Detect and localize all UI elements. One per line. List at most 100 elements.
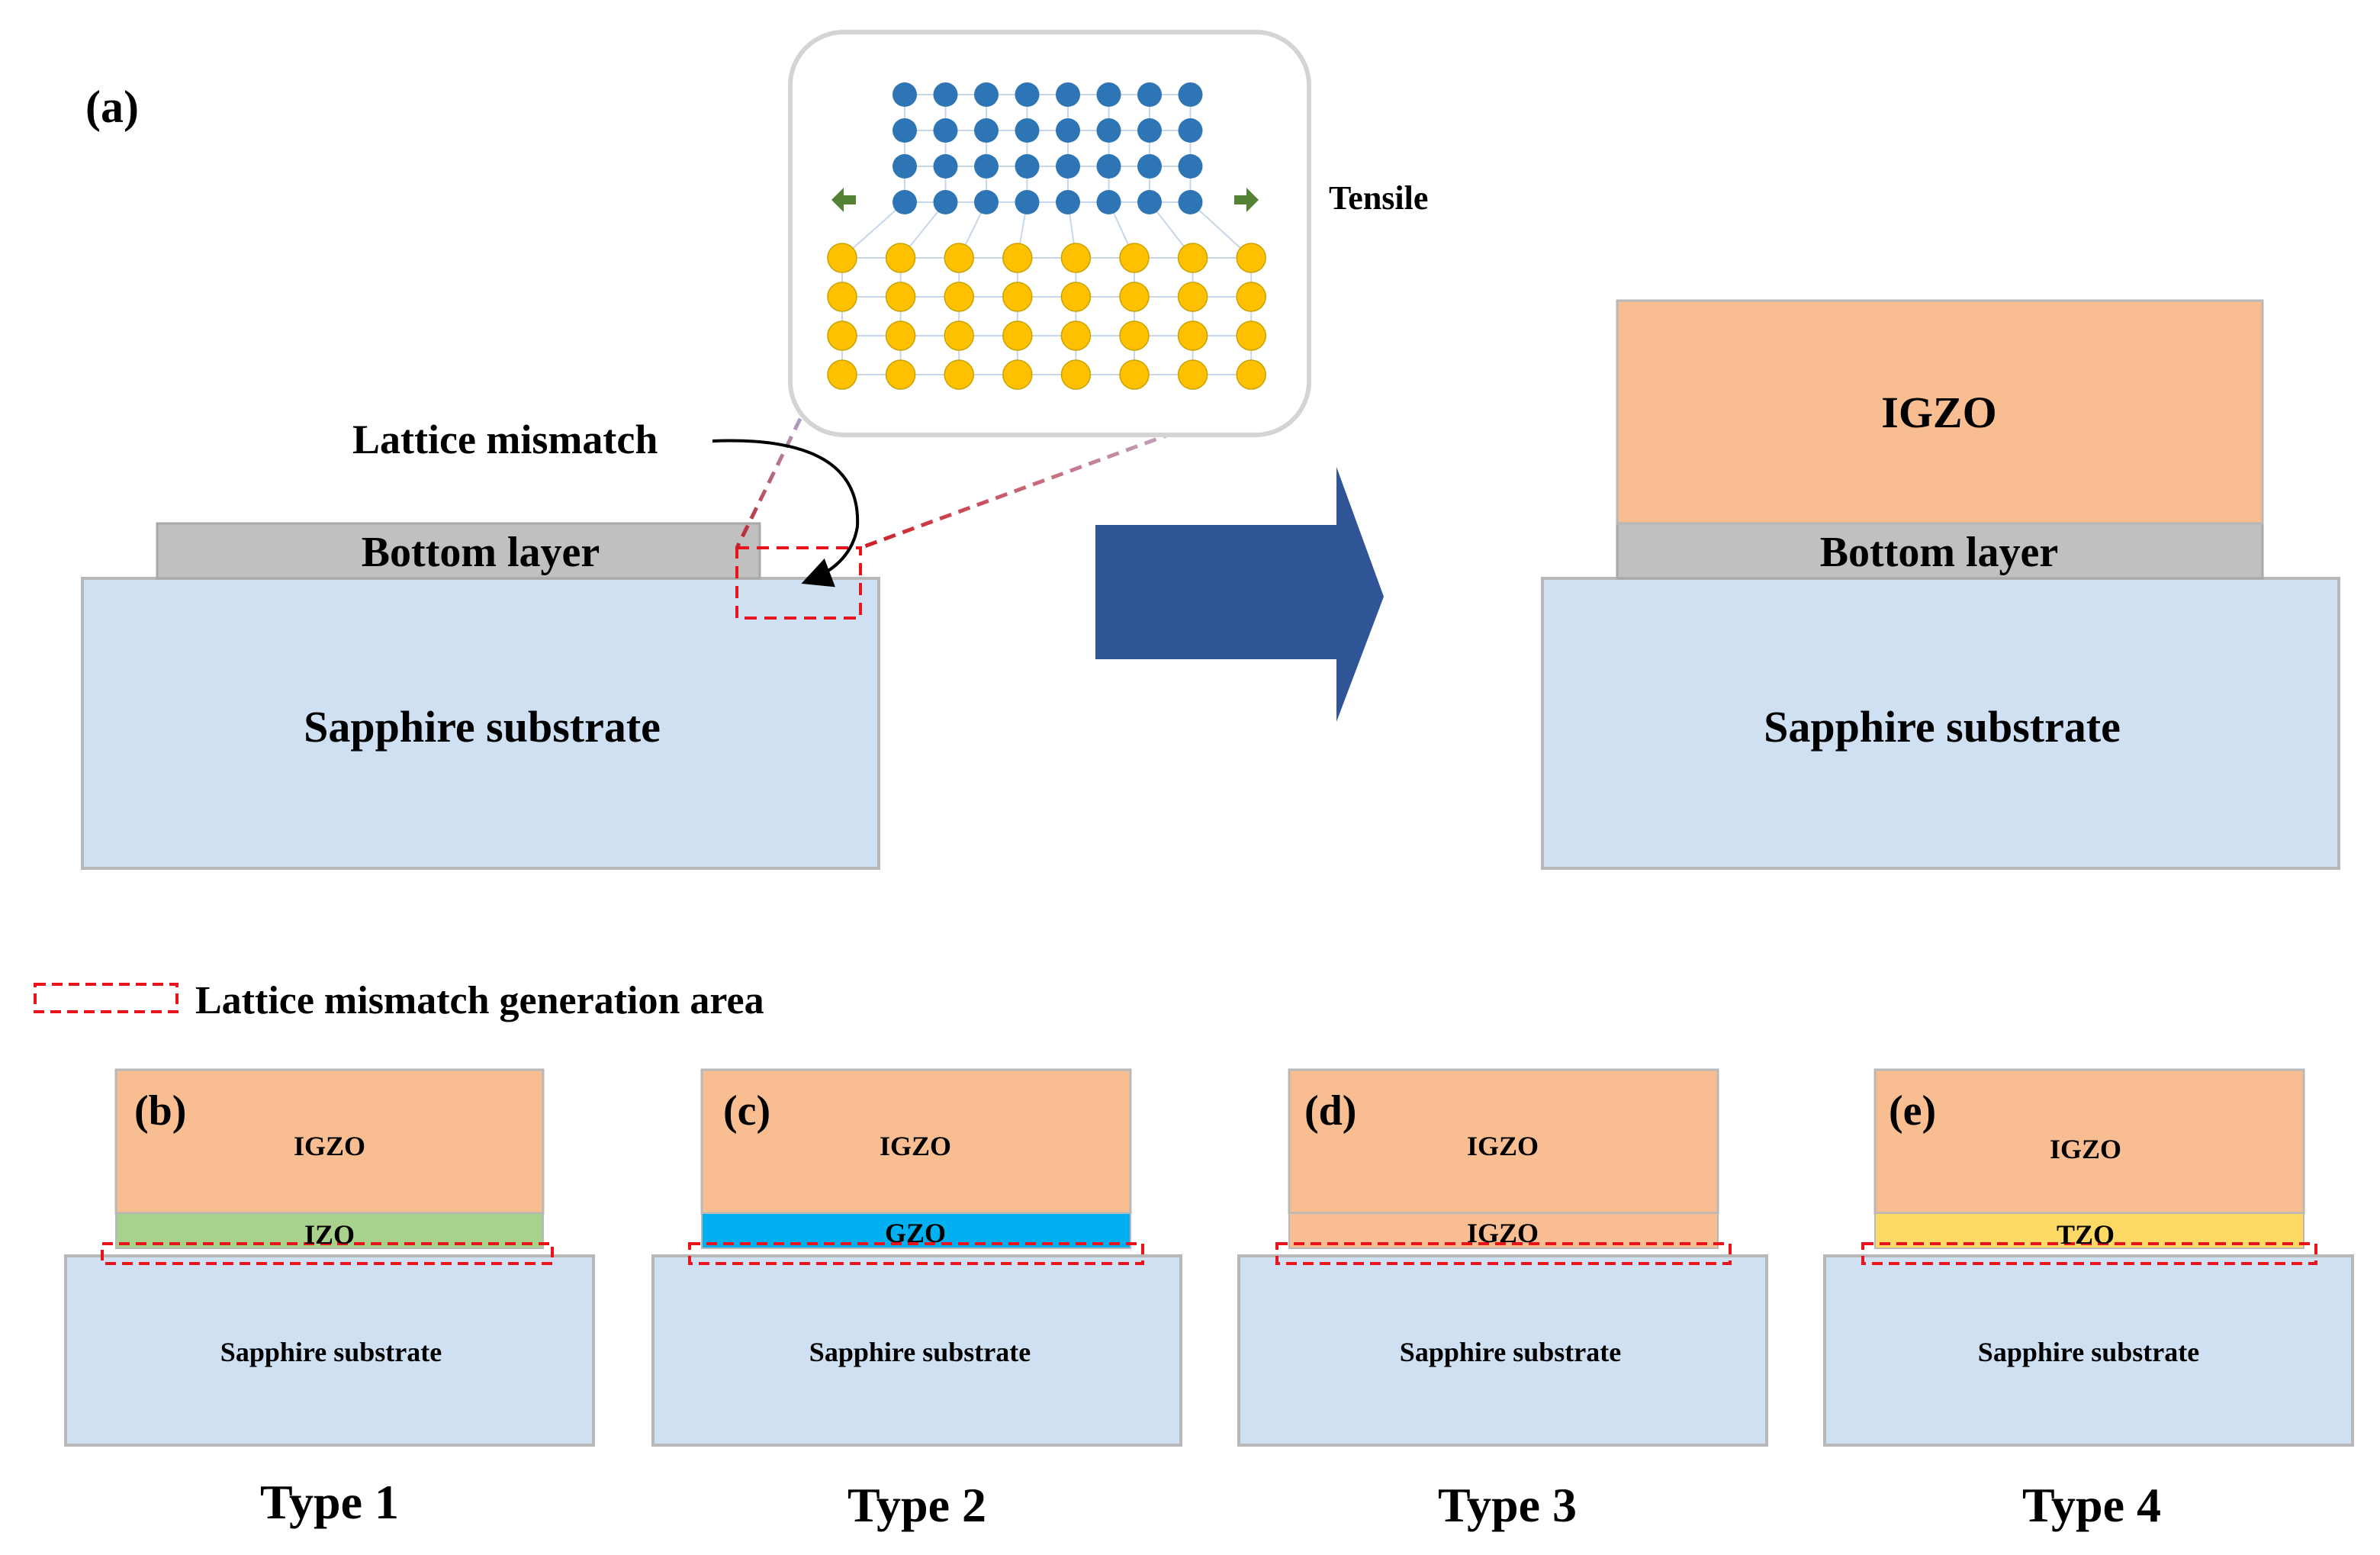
type-substrate <box>1823 1254 2354 1447</box>
type-panel-label: (e) <box>1889 1087 1936 1135</box>
substrate-atom <box>1002 320 1033 351</box>
type-igzo-label: IGZO <box>294 1131 365 1161</box>
left-bottom-layer <box>156 522 761 580</box>
type-mismatch-box <box>101 1242 554 1265</box>
film-atom <box>933 82 958 107</box>
mismatch-region-box <box>735 546 862 620</box>
substrate-atom <box>885 243 916 273</box>
film-atom <box>1178 118 1203 143</box>
tensile-arrow-right-icon <box>1234 188 1259 212</box>
substrate-atom <box>1236 320 1266 351</box>
substrate-atom <box>827 320 857 351</box>
substrate-atom <box>1119 243 1150 273</box>
type-caption: Type 2 <box>847 1478 986 1532</box>
film-atom <box>1137 118 1162 143</box>
tensile-label: Tensile <box>1329 179 1428 217</box>
substrate-atom <box>1177 359 1208 390</box>
substrate-atom <box>1119 282 1150 312</box>
type-mismatch-box <box>688 1242 1144 1265</box>
type-substrate-label: Sapphire substrate <box>809 1337 1031 1367</box>
right-bottom-layer <box>1616 522 2264 580</box>
film-atom <box>1015 154 1040 179</box>
right-igzo-label: IGZO <box>1881 388 1997 437</box>
film-lattice <box>892 82 1203 214</box>
type-igzo-label: IGZO <box>2050 1134 2121 1164</box>
type-igzo-label: IGZO <box>1467 1131 1539 1161</box>
film-atom <box>933 190 958 214</box>
substrate-atom <box>944 282 974 312</box>
zoom-line-right <box>860 396 1269 550</box>
substrate-atom <box>1177 243 1208 273</box>
left-stack: Bottom layer Sapphire substrate <box>81 522 880 870</box>
substrate-atom <box>1119 320 1150 351</box>
type-igzo-layer <box>1873 1068 2305 1215</box>
type-panel: (d) IGZO IGZO Sapphire substrate Type 3 <box>1237 1068 1768 1532</box>
film-atom <box>1178 82 1203 107</box>
film-atom <box>933 118 958 143</box>
film-atom <box>1096 154 1121 179</box>
substrate-atom <box>1002 282 1033 312</box>
type-bottom-layer-label: IZO <box>304 1219 355 1250</box>
film-atom <box>1137 154 1162 179</box>
substrate-atom <box>1002 359 1033 390</box>
substrate-atom <box>1060 282 1092 312</box>
type-panel: (b) IGZO IZO Sapphire substrate Type 1 <box>64 1068 595 1529</box>
left-bottom-layer-label: Bottom layer <box>362 529 600 576</box>
type-panel-label: (c) <box>723 1087 770 1135</box>
film-atom <box>892 154 917 179</box>
type-substrate <box>64 1254 595 1447</box>
type-substrate <box>651 1254 1182 1447</box>
type-panel: (e) IGZO TZO Sapphire substrate Type 4 <box>1823 1068 2354 1532</box>
lattice-mismatch-callout: Lattice mismatch <box>352 417 658 462</box>
type-caption: Type 4 <box>2022 1478 2161 1532</box>
film-atom <box>1056 82 1080 107</box>
callout-arrow <box>712 439 860 588</box>
film-atom <box>1178 190 1203 214</box>
panel-a-label: (a) <box>85 82 139 132</box>
type-panel-label: (b) <box>134 1087 186 1135</box>
legend-swatch <box>34 983 178 1013</box>
film-atom <box>974 82 999 107</box>
type-substrate <box>1237 1254 1768 1447</box>
film-atom <box>1137 190 1162 214</box>
tensile-arrow-left-icon <box>831 188 856 212</box>
substrate-atom <box>885 282 916 312</box>
type-panels: (b) IGZO IZO Sapphire substrate Type 1 (… <box>64 1068 2354 1532</box>
film-atom <box>1015 118 1040 143</box>
left-substrate-label: Sapphire substrate <box>304 702 661 752</box>
film-atom <box>1015 82 1040 107</box>
substrate-atom <box>944 320 974 351</box>
substrate-atom <box>1119 359 1150 390</box>
type-substrate-label: Sapphire substrate <box>1978 1337 2199 1367</box>
type-igzo-label: IGZO <box>880 1131 951 1161</box>
film-atom <box>974 118 999 143</box>
substrate-atom <box>827 359 857 390</box>
type-caption: Type 3 <box>1438 1478 1577 1532</box>
right-substrate <box>1541 577 2340 870</box>
substrate-lattice <box>827 243 1266 390</box>
substrate-atom <box>1060 243 1092 273</box>
substrate-atom <box>1236 243 1266 273</box>
substrate-atom <box>1177 320 1208 351</box>
type-substrate-label: Sapphire substrate <box>220 1337 442 1367</box>
film-atom <box>974 190 999 214</box>
substrate-atom <box>1236 282 1266 312</box>
type-mismatch-box <box>1861 1242 2317 1265</box>
substrate-atom <box>885 320 916 351</box>
legend-label: Lattice mismatch generation area <box>195 979 764 1022</box>
type-mismatch-box <box>1275 1242 1732 1265</box>
type-substrate-label: Sapphire substrate <box>1400 1337 1621 1367</box>
type-panel: (c) IGZO GZO Sapphire substrate Type 2 <box>651 1068 1182 1532</box>
film-atom <box>1178 154 1203 179</box>
substrate-atom <box>885 359 916 390</box>
substrate-atom <box>1236 359 1266 390</box>
substrate-atom <box>944 359 974 390</box>
substrate-atom <box>1060 320 1092 351</box>
film-atom <box>1056 154 1080 179</box>
substrate-atom <box>944 243 974 273</box>
substrate-atom <box>827 282 857 312</box>
type-bottom-layer-label: GZO <box>885 1218 946 1248</box>
type-bottom-layer-label: IGZO <box>1467 1218 1539 1248</box>
film-atom <box>1056 118 1080 143</box>
type-bottom-layer-label: TZO <box>2057 1219 2115 1250</box>
